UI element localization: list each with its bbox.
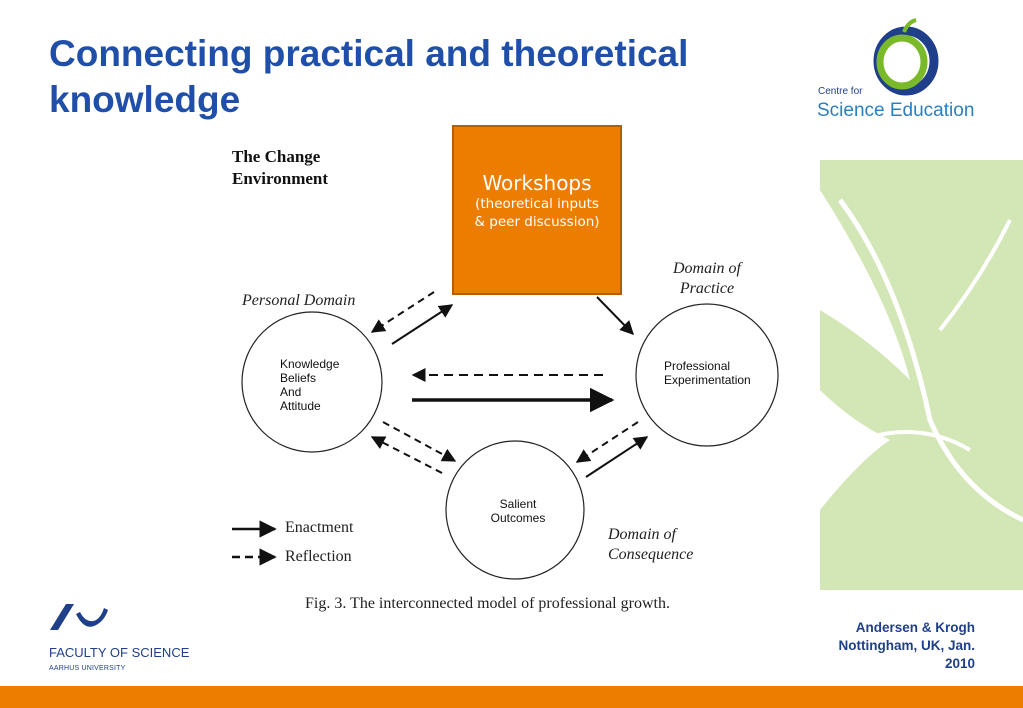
footer-bar	[0, 686, 1023, 708]
enactment-arrow-workshop-to-practice	[596, 296, 634, 336]
logo-line-2: Science Education	[817, 100, 975, 121]
apple-logo-icon	[873, 18, 939, 96]
figure-caption: Fig. 3. The interconnected model of prof…	[305, 595, 670, 612]
consequence-domain-label: Domain of Consequence	[608, 526, 694, 563]
reflection-arrow-practice-to-consequence	[575, 421, 639, 463]
consequence-domain-circle	[445, 440, 585, 580]
reflection-arrow-consequence-to-personal	[370, 436, 443, 474]
enactment-arrow-personal-to-workshop	[391, 304, 454, 345]
centre-for-science-education-logo: Centre for Science Education	[816, 18, 986, 128]
citation: Andersen & Krogh Nottingham, UK, Jan. 20…	[838, 620, 975, 671]
slide-title: Connecting practical and theoretical kno…	[49, 33, 689, 120]
personal-node-text: Knowledge Beliefs And Attitude	[280, 357, 340, 413]
consequence-node-text: Salient Outcomes	[490, 497, 546, 525]
personal-domain-label: Personal Domain	[242, 292, 356, 309]
workshops-box: Workshops (theoretical inputs & peer dis…	[452, 125, 622, 295]
reflection-arrow-workshop-to-personal	[370, 291, 435, 333]
leaf-decoration	[820, 160, 1023, 590]
workshops-subtitle: (theoretical inputs & peer discussion)	[474, 196, 600, 230]
diagram-heading: The Change Environment	[232, 147, 329, 188]
reflection-arrow-personal-to-consequence	[382, 421, 457, 462]
aarhus-university-logo-icon	[50, 604, 108, 630]
faculty-name: FACULTY OF SCIENCE	[49, 645, 190, 660]
personal-domain-circle	[241, 311, 383, 453]
practice-domain-label: Domain of Practice	[673, 260, 741, 297]
legend-reflection-label: Reflection	[285, 548, 352, 565]
practice-node-text: Professional Experimentation	[664, 359, 751, 387]
practice-domain-circle	[635, 303, 779, 447]
enactment-arrow-consequence-to-practice	[585, 436, 649, 478]
university-name: AARHUS UNIVERSITY	[49, 665, 126, 672]
legend-enactment-label: Enactment	[285, 519, 354, 536]
logo-line-1: Centre for	[818, 86, 863, 97]
workshops-title: Workshops	[482, 171, 592, 195]
